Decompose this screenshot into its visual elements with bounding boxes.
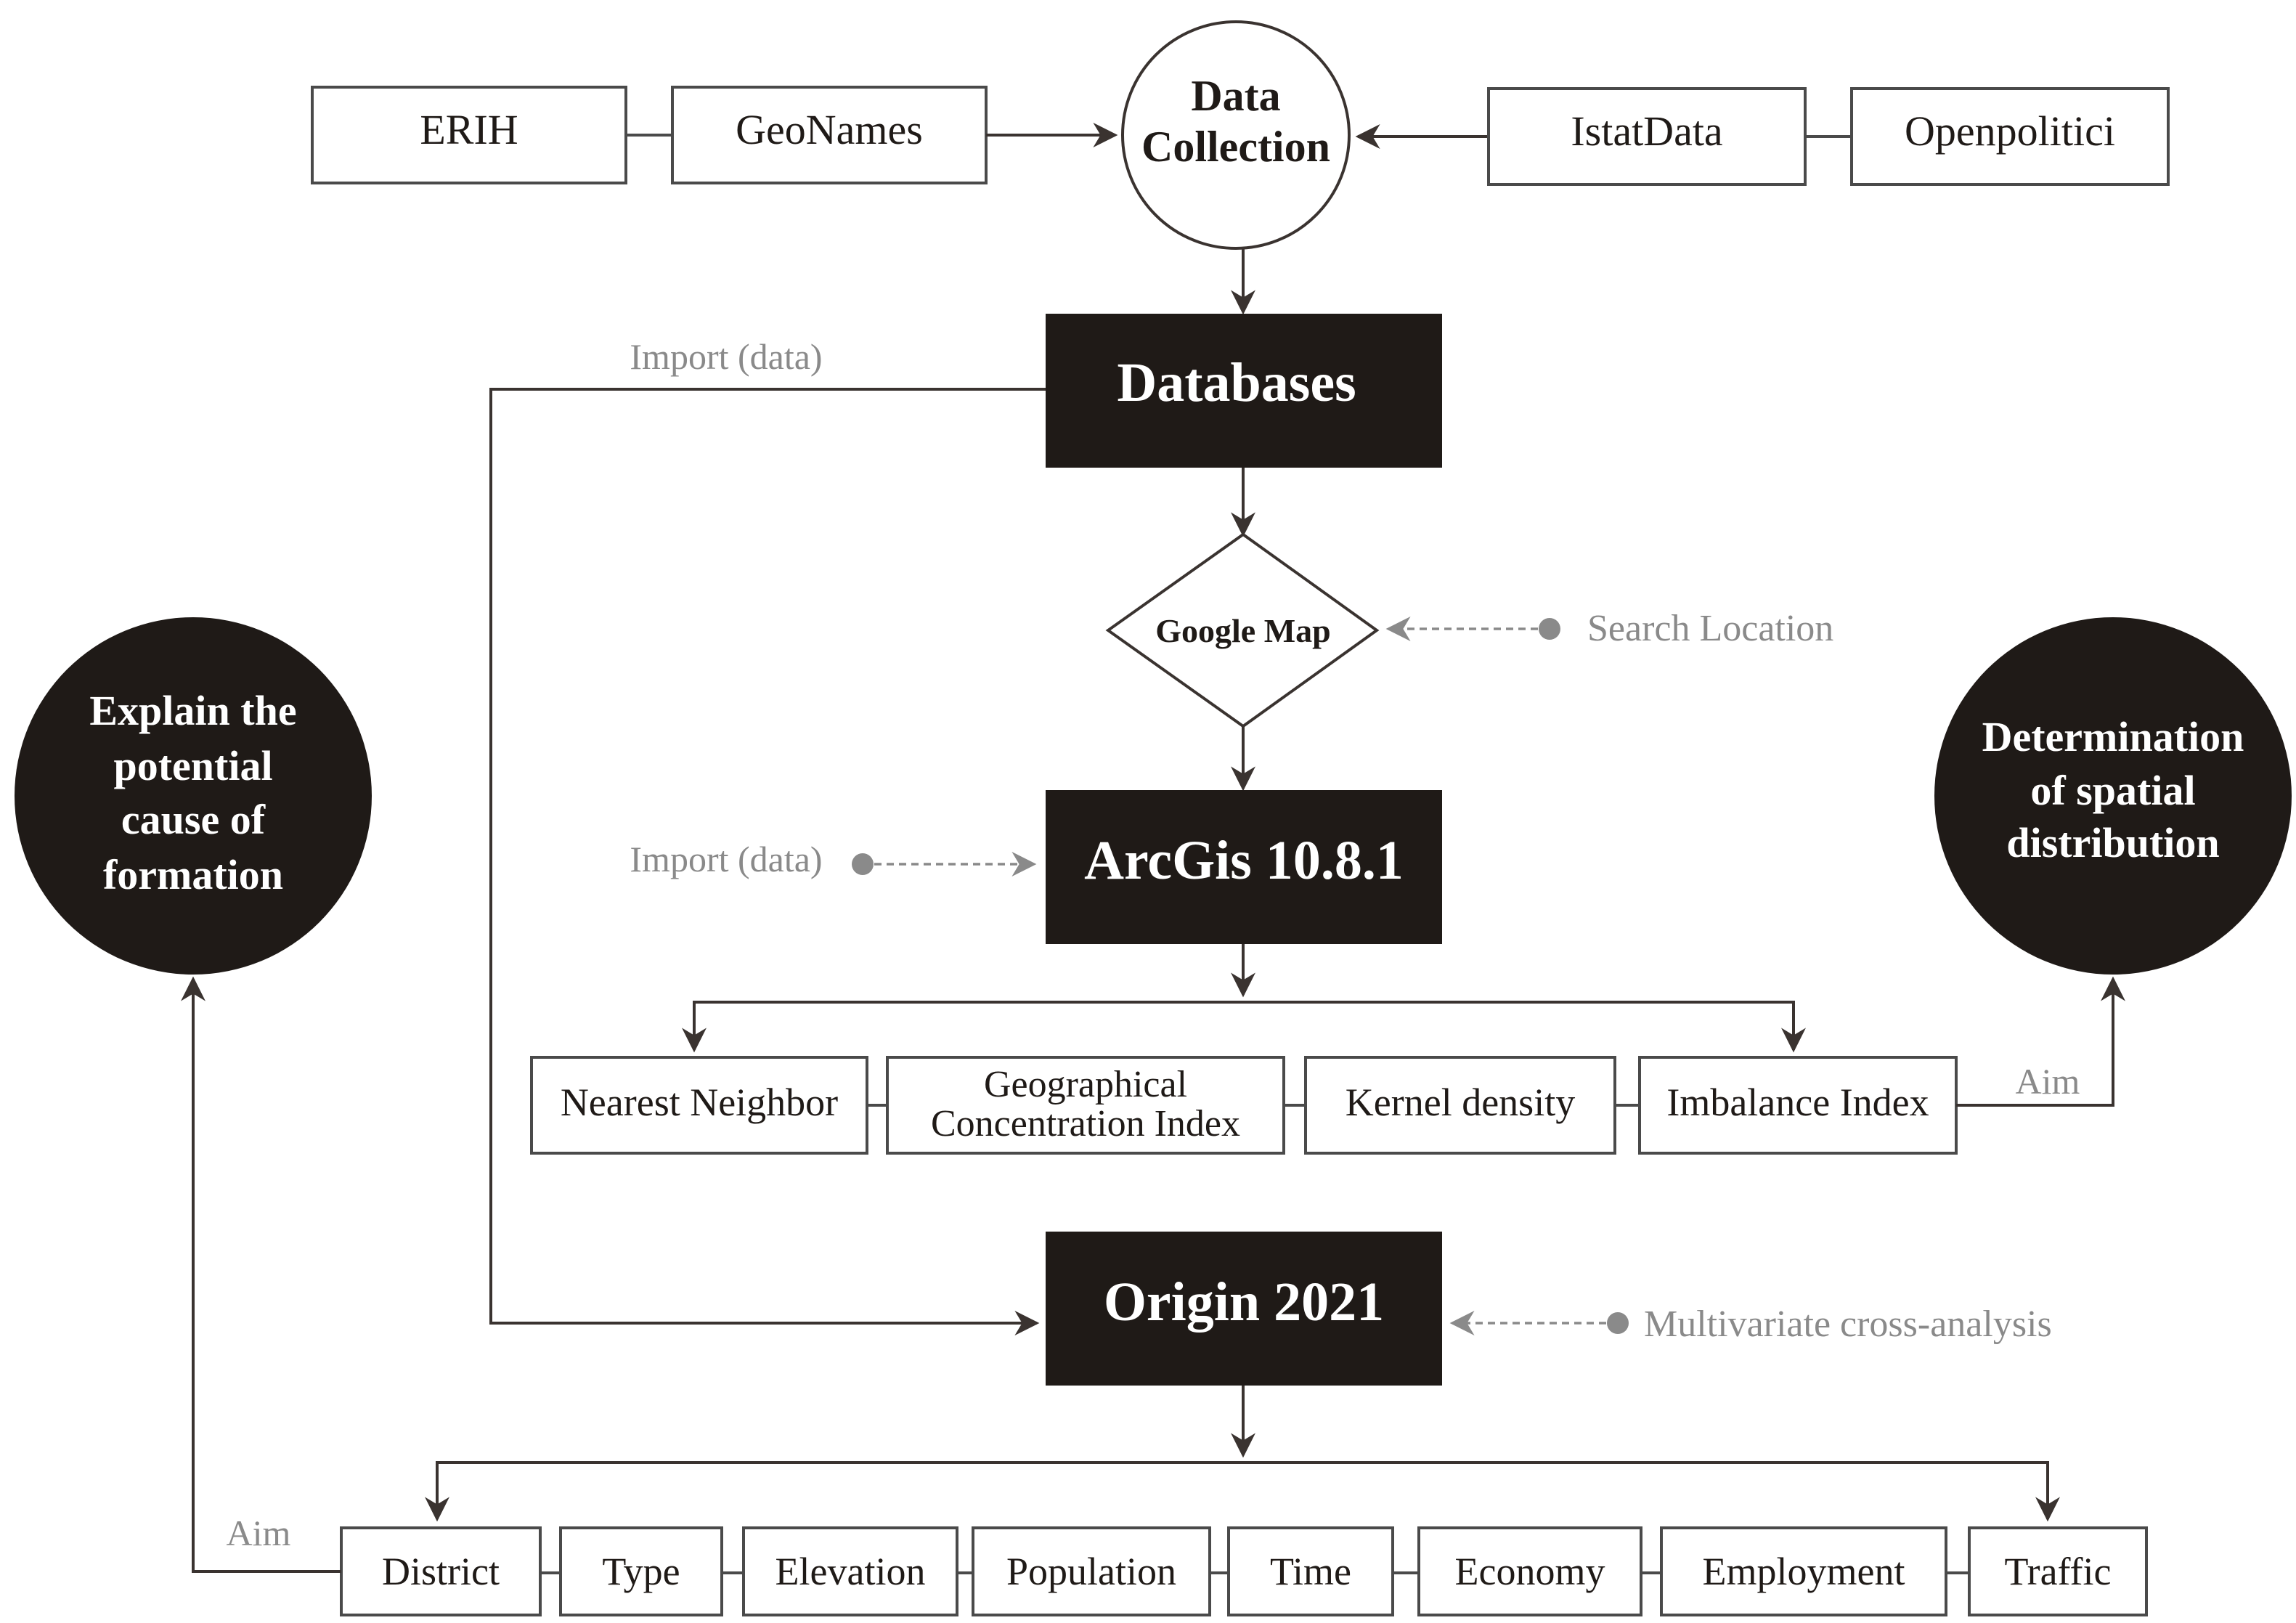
arrow-district-to-explain	[181, 976, 341, 1573]
factor-time: Time	[1227, 1526, 1394, 1616]
determination-line2: of spatial	[2030, 767, 2195, 814]
explain-line4: formation	[103, 851, 283, 898]
source-geonames-label: GeoNames	[736, 106, 923, 153]
factor-economy-label: Economy	[1455, 1550, 1605, 1593]
google-map-label: Google Map	[1155, 612, 1330, 649]
aim-left-label: Aim	[227, 1513, 291, 1553]
search-location-dot	[1539, 618, 1560, 640]
geo-concentration-line2: Concentration Index	[931, 1103, 1240, 1144]
import-label-mid: Import (data)	[630, 839, 822, 879]
data-collection-line2: Collection	[1141, 123, 1330, 171]
factor-traffic-label: Traffic	[2005, 1550, 2112, 1593]
method-imbalance-index: Imbalance Index	[1638, 1056, 1958, 1155]
multivariate-dot	[1607, 1312, 1629, 1334]
source-openpolitici-label: Openpolitici	[1905, 107, 2115, 155]
source-openpolitici: Openpolitici	[1850, 87, 2170, 186]
origin-label: Origin 2021	[1104, 1272, 1384, 1333]
factors-row: District Type Elevation Population Time …	[340, 1526, 2148, 1616]
multivariate-label: Multivariate cross-analysis	[1644, 1303, 2052, 1345]
arcgis-branch-left	[682, 1001, 1243, 1053]
factor-elevation: Elevation	[742, 1526, 958, 1616]
import-label-top: Import (data)	[630, 336, 822, 377]
nearest-neighbor-label: Nearest Neighbor	[561, 1081, 838, 1124]
method-kernel-density: Kernel density	[1304, 1056, 1616, 1155]
geo-concentration-line1: Geographical	[984, 1064, 1187, 1105]
source-istatdata-label: IstatData	[1571, 107, 1722, 155]
data-collection-line1: Data	[1191, 72, 1280, 120]
source-erih: ERIH	[311, 86, 627, 184]
import-mid-dot	[852, 853, 874, 875]
factor-district: District	[340, 1526, 542, 1616]
databases-node: Databases	[1046, 314, 1442, 468]
origin-branch-left	[425, 1461, 1243, 1522]
origin-branch-right	[1243, 1461, 2060, 1522]
arrow-databases-to-origin	[489, 388, 1046, 1335]
factor-time-label: Time	[1270, 1550, 1351, 1593]
imbalance-index-label: Imbalance Index	[1666, 1081, 1929, 1124]
factor-employment: Employment	[1660, 1526, 1947, 1616]
arcgis-branch-right	[1243, 1001, 1806, 1053]
factor-type: Type	[559, 1526, 723, 1616]
databases-label: Databases	[1117, 352, 1356, 413]
search-location-label: Search Location	[1587, 608, 1833, 649]
google-map-node: Google Map	[1105, 532, 1380, 728]
factor-economy: Economy	[1417, 1526, 1642, 1616]
factor-elevation-label: Elevation	[775, 1550, 926, 1593]
factor-population-label: Population	[1006, 1550, 1176, 1593]
determination-line1: Determination	[1982, 713, 2244, 760]
source-erih-label: ERIH	[420, 106, 518, 153]
method-nearest-neighbor: Nearest Neighbor	[530, 1056, 868, 1155]
kernel-density-label: Kernel density	[1346, 1081, 1575, 1124]
factor-district-label: District	[382, 1550, 500, 1593]
factor-type-label: Type	[602, 1550, 680, 1593]
aim-right-label: Aim	[2016, 1061, 2080, 1102]
source-geonames: GeoNames	[671, 86, 988, 184]
explain-line3: cause of	[121, 796, 266, 843]
determination-node: Determination of spatial distribution	[1934, 617, 2292, 975]
origin-node: Origin 2021	[1046, 1232, 1442, 1386]
arrow-imbalance-to-determination	[1956, 976, 2125, 1107]
arcgis-node: ArcGis 10.8.1	[1046, 790, 1442, 944]
explain-line1: Explain the	[89, 687, 296, 734]
source-istatdata: IstatData	[1487, 87, 1807, 186]
factor-population: Population	[972, 1526, 1211, 1616]
arcgis-label: ArcGis 10.8.1	[1084, 830, 1404, 891]
factor-employment-label: Employment	[1703, 1550, 1905, 1593]
explain-node: Explain the potential cause of formation	[15, 617, 372, 975]
method-geographical-concentration: Geographical Concentration Index	[886, 1056, 1285, 1155]
data-collection-node: Data Collection	[1121, 20, 1351, 250]
factor-traffic: Traffic	[1968, 1526, 2148, 1616]
explain-line2: potential	[113, 742, 272, 789]
determination-line3: distribution	[2006, 819, 2219, 866]
